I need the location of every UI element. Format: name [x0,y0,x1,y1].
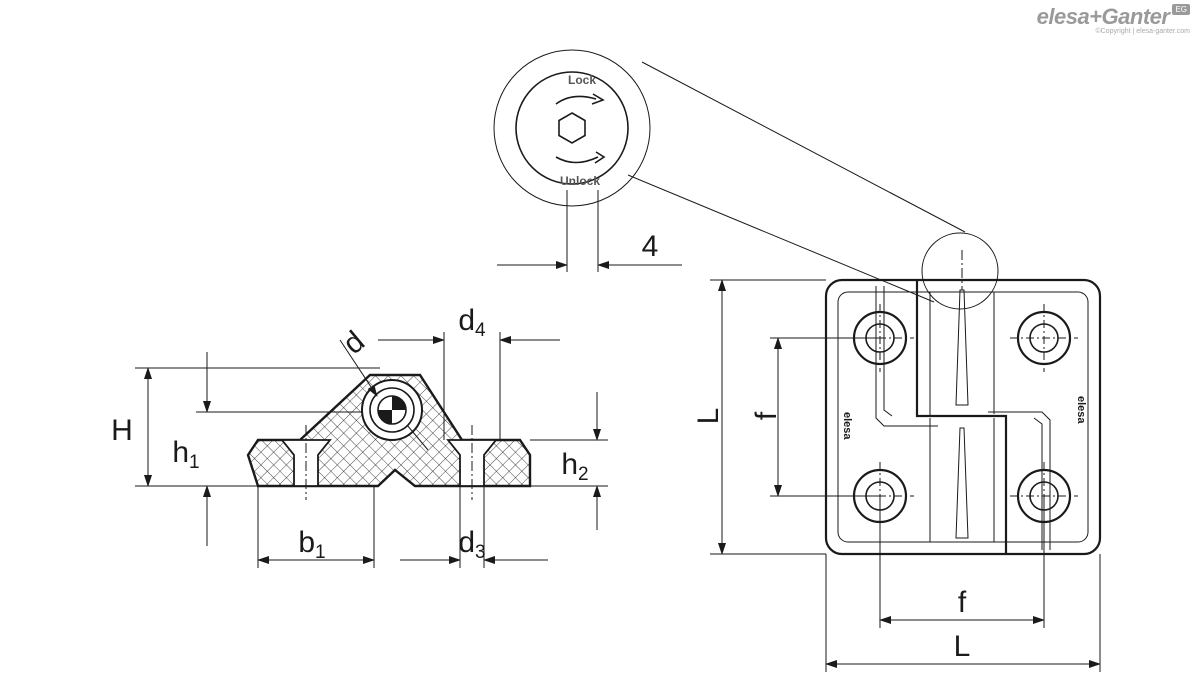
dim-h1-label: h1 [172,436,199,473]
lock-label: Lock [568,73,596,87]
lock-arrow-icon [555,95,597,105]
dim-f-vertical-label: f [750,411,783,420]
hinge-plate-outline [824,278,1102,556]
detail-callout-circle [921,232,999,310]
dim-f-horizontal-label: f [958,586,967,619]
side-view: H h1 h2 b1 d3 [111,304,608,568]
logo-text: elesa+Ganter [1036,4,1170,29]
dim-H-label: H [111,414,133,447]
slot-dimension-label: 4 [642,230,659,263]
dim-b1-label: b1 [298,526,325,563]
stamp-left: elesa [841,412,853,440]
dim-h2-label: h2 [561,448,588,485]
dim-d4-label: d4 [458,304,486,341]
dim-L-horizontal-label: L [954,630,971,663]
detail-leader-top [641,61,966,233]
dim-d-label: d [337,325,371,361]
dim-d3-label: d3 [458,526,485,563]
unlock-label: Unlock [560,174,600,188]
logo-badge: EG [1172,4,1190,15]
detail-view: Lock Unlock 4 [493,49,682,272]
hinge-split-line [915,280,1008,554]
dim-L-vertical-label: L [692,408,725,425]
front-view: elesa elesa L f f L [692,250,1102,672]
unlock-arrow-icon [555,156,599,164]
hex-socket-icon [558,112,586,144]
stamp-right: elesa [1075,396,1087,424]
copyright-text: ©Copyright | elesa-ganter.com [1095,28,1190,35]
lock-disk [515,71,629,185]
detail-circle [493,49,651,207]
slot-top [955,289,969,406]
slot-bottom [955,427,969,539]
detail-leader-bottom [627,174,935,303]
